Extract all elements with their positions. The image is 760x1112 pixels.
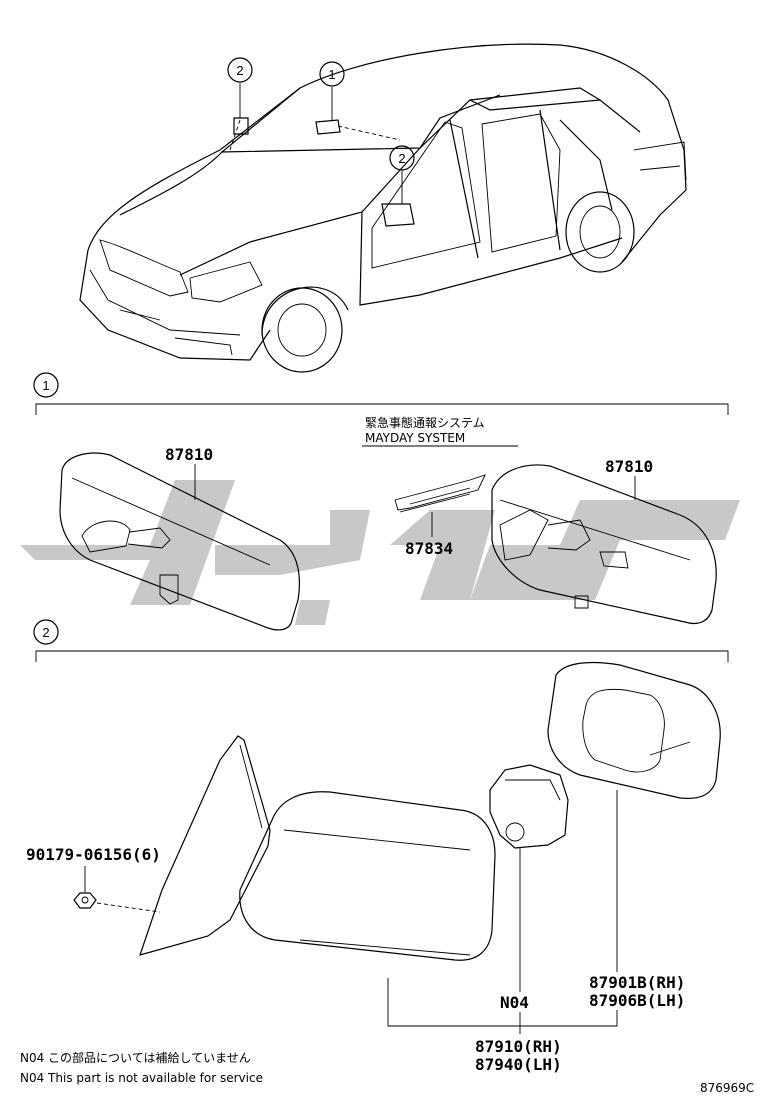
part-label-glass-lh: 87906B(LH) — [589, 991, 685, 1010]
diagram-code: 876969C — [700, 1081, 754, 1095]
part-label-n04: N04 — [500, 993, 529, 1012]
section-2: 2 90179-06156(6) 87901B(RH) 87906B(LH) N… — [26, 619, 729, 1074]
svg-text:2: 2 — [236, 63, 243, 78]
part-label-87810-right: 87810 — [605, 457, 653, 476]
part-label-assy-lh: 87940(LH) — [475, 1055, 562, 1074]
callout-2-mirror: 2 — [389, 145, 415, 171]
svg-text:2: 2 — [42, 625, 49, 640]
callout-2-top-left: 2 — [227, 57, 253, 83]
callout-1-top: 1 — [319, 61, 345, 87]
section-1: 1 緊急事態通報システム MAYDAY SYSTEM 87810 87810 8… — [33, 372, 729, 631]
mayday-heading-en: MAYDAY SYSTEM — [365, 431, 465, 445]
part-label-assy-rh: 87910(RH) — [475, 1037, 562, 1056]
mayday-heading-jp: 緊急事態通報システム — [365, 415, 485, 430]
part-label-87810-left: 87810 — [165, 445, 213, 464]
svg-text:1: 1 — [42, 378, 49, 393]
part-label-bolt: 90179-06156(6) — [26, 845, 161, 864]
part-label-87834: 87834 — [405, 539, 453, 558]
svg-text:2: 2 — [398, 151, 405, 166]
bolt-icon — [73, 892, 97, 909]
part-label-glass-rh: 87901B(RH) — [589, 973, 685, 992]
note-jp: N04 この部品については補給していません — [20, 1050, 251, 1065]
watermark-logo — [20, 480, 740, 625]
car-illustration — [79, 43, 687, 373]
svg-text:1: 1 — [328, 67, 335, 82]
note-en: N04 This part is not available for servi… — [20, 1071, 263, 1085]
